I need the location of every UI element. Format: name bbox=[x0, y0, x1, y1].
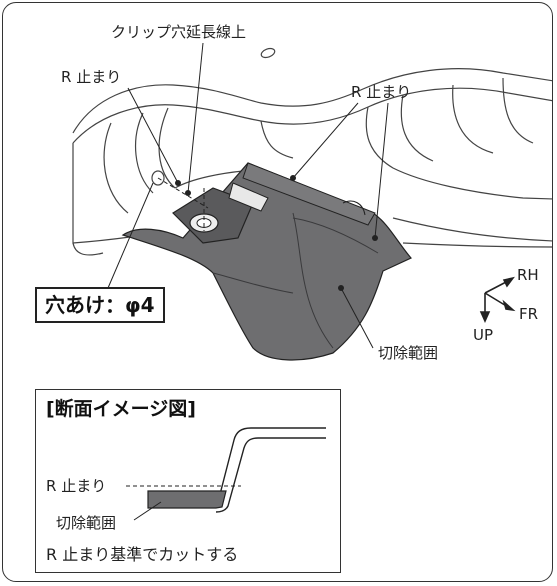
figure-frame: クリップ穴延長線上 R 止まり R 止まり 切除範囲 穴あけ：φ4 RH FR … bbox=[2, 2, 553, 582]
bracket-body bbox=[72, 47, 552, 256]
cut-range-region bbox=[121, 162, 412, 361]
axis-label-fr: FR bbox=[519, 305, 539, 323]
cross-section-inset: [断面イメージ図] R 止まり 切除範囲 R 止まり基準でカットする bbox=[35, 389, 341, 573]
inset-label-r-stop: R 止まり bbox=[46, 477, 107, 495]
axis-label-up: UP bbox=[473, 326, 494, 344]
leader-dots bbox=[175, 175, 378, 291]
label-cut-range: 切除範囲 bbox=[378, 344, 439, 362]
axes-icon bbox=[479, 276, 516, 323]
label-r-stop-right: R 止まり bbox=[351, 83, 412, 101]
label-r-stop-left: R 止まり bbox=[61, 68, 122, 86]
cross-section-diagram bbox=[126, 427, 326, 521]
inset-title: [断面イメージ図] bbox=[46, 398, 196, 420]
inset-note: R 止まり基準でカットする bbox=[46, 545, 239, 564]
guide-lines bbox=[157, 177, 209, 231]
inset-label-cut-range: 切除範囲 bbox=[56, 514, 117, 532]
axis-label-rh: RH bbox=[517, 266, 539, 284]
inset-cut-range-shape bbox=[147, 490, 227, 509]
leader-lines bbox=[107, 42, 389, 349]
part-illustration bbox=[72, 42, 552, 361]
hole-spec-box: 穴あけ：φ4 bbox=[35, 287, 165, 323]
label-clip-hole-extension: クリップ穴延長線上 bbox=[111, 23, 247, 41]
